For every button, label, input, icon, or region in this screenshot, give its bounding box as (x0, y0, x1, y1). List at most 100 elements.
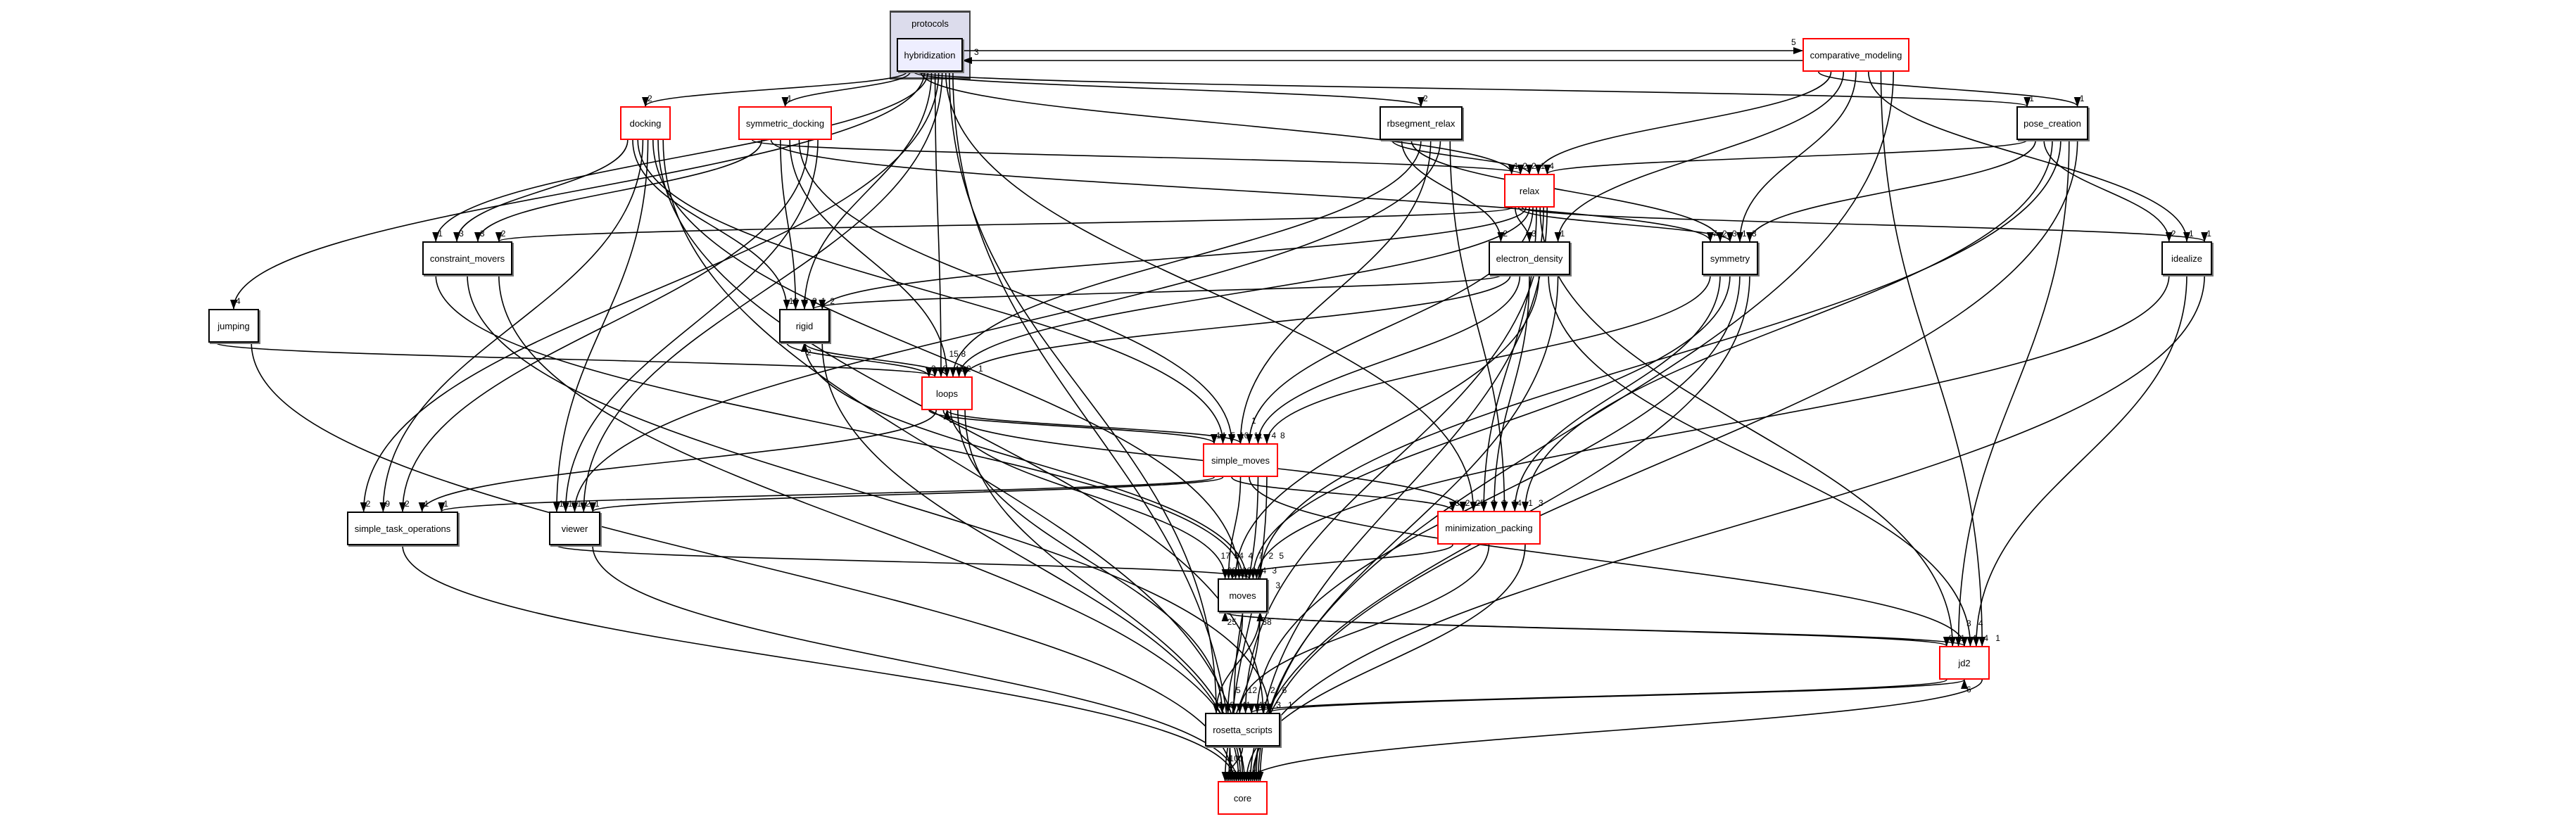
edge-label[interactable]: 1 (577, 499, 582, 509)
edge-label[interactable]: 1 (1528, 498, 1533, 508)
edge-label[interactable]: 7 (1712, 229, 1717, 239)
edge-rbsegment-relax-to-loops[interactable] (949, 139, 1422, 377)
edge-simple-moves-to-jd2[interactable] (1249, 476, 1968, 647)
node-simple-moves[interactable]: simple_moves (1203, 443, 1278, 477)
edge-label[interactable]: 100 (1229, 754, 1243, 763)
edge-symmetric-docking-to-simple-task-operations[interactable] (399, 139, 809, 512)
edge-label[interactable]: 5 (949, 415, 954, 425)
edge-label[interactable]: 15 (949, 349, 959, 359)
edge-label[interactable]: 5 (803, 296, 808, 306)
node-rosetta-scripts[interactable]: rosetta_scripts (1205, 713, 1280, 747)
edge-label[interactable]: 2 (1270, 685, 1275, 695)
edge-label[interactable]: 2 (366, 499, 371, 509)
edge-label[interactable]: 2 (648, 94, 652, 103)
edge-symmetric-docking-to-viewer[interactable] (562, 139, 819, 512)
edge-label[interactable]: 11 (1258, 700, 1268, 710)
edge-label[interactable]: 3 (480, 229, 485, 239)
edge-label[interactable]: 1 (1960, 633, 1965, 643)
edge-label[interactable]: 7 (1258, 551, 1263, 561)
edge-label[interactable]: 4 (1978, 618, 1983, 628)
edge-hybridization-to-core[interactable] (952, 71, 1235, 782)
edge-comparative-modeling-to-relax[interactable] (1534, 71, 1832, 174)
edge-relax-to-constraint-movers[interactable] (495, 207, 1513, 242)
edge-label[interactable]: 41 (954, 364, 964, 374)
edge-label[interactable]: 1 (2080, 94, 2085, 103)
edge-label[interactable]: 260 (1242, 566, 1256, 576)
edge-label[interactable]: 1 (424, 499, 429, 509)
node-jumping[interactable]: jumping (208, 309, 259, 343)
edge-constraint-movers-to-core[interactable] (498, 274, 1249, 782)
edge-label[interactable]: 2 (1532, 161, 1536, 171)
edge-rosetta-scripts-to-moves[interactable] (1216, 611, 1264, 713)
edge-label[interactable]: 1 (1541, 161, 1546, 171)
edge-label[interactable]: 2 (1423, 94, 1428, 103)
edge-docking-to-moves[interactable] (652, 139, 1243, 579)
node-idealize[interactable]: idealize (2161, 241, 2212, 275)
edge-relax-to-electron-density[interactable] (1515, 207, 1533, 242)
edge-docking-to-core[interactable] (662, 139, 1246, 782)
edge-symmetric-docking-to-constraint-movers[interactable] (474, 139, 763, 242)
edge-label[interactable]: 5 (1236, 685, 1241, 695)
edge-label[interactable]: 12 (1248, 685, 1258, 695)
edge-symmetry-to-simple-moves[interactable] (1263, 274, 1711, 444)
edge-label[interactable]: 4 (1248, 551, 1253, 561)
edge-idealize-to-core[interactable] (1249, 274, 2205, 782)
edge-hybridization-to-minimization-packing[interactable] (945, 71, 1477, 512)
edge-label[interactable]: 38 (1262, 617, 1272, 627)
edge-label[interactable]: 2 (1522, 161, 1527, 171)
edge-label[interactable]: 2 (2171, 229, 2176, 239)
edge-electron-density-to-jd2[interactable] (1548, 274, 1974, 647)
edge-minimization-packing-to-core[interactable] (1243, 544, 1526, 782)
node-symmetric-docking[interactable]: symmetric_docking (738, 106, 832, 140)
edge-relax-to-symmetry[interactable] (1518, 207, 1734, 242)
edge-electron-density-to-minimization-packing[interactable] (1490, 274, 1530, 512)
edge-symmetry-to-minimization-packing[interactable] (1511, 274, 1721, 512)
edge-electron-density-to-loops[interactable] (961, 274, 1511, 377)
edge-label[interactable]: 41 (1242, 700, 1251, 710)
edge-electron-density-to-core[interactable] (1256, 274, 1559, 782)
node-jd2[interactable]: jd2 (1939, 646, 1990, 680)
edge-label[interactable]: 3 (931, 364, 936, 374)
edge-label[interactable]: 3 (1752, 229, 1757, 239)
edge-hybridization-to-symmetric-docking[interactable] (781, 71, 911, 107)
edge-label[interactable]: 158 (1248, 768, 1262, 778)
edge-relax-to-rigid[interactable] (819, 207, 1527, 310)
node-simple-task-operations[interactable]: simple_task_operations (347, 512, 458, 545)
node-viewer[interactable]: viewer (549, 512, 600, 545)
edge-electron-density-to-moves[interactable] (1232, 274, 1540, 579)
edge-label[interactable]: 1 (595, 499, 600, 509)
edge-label[interactable]: 1 (559, 499, 564, 509)
edge-loops-to-rosetta-scripts[interactable] (957, 410, 1226, 713)
edge-rigid-to-loops[interactable] (786, 342, 933, 377)
edge-label[interactable]: 14 (1513, 498, 1522, 508)
edge-rbsegment-relax-to-symmetry[interactable] (1410, 139, 1724, 242)
edge-label[interactable]: 2 (1722, 229, 1727, 239)
edge-hybridization-to-pose-creation[interactable] (916, 71, 2031, 107)
edge-idealize-to-jd2[interactable] (1972, 274, 2187, 647)
edge-comparative-modeling-to-electron-density[interactable] (1554, 71, 1845, 242)
edge-label[interactable]: 1 (978, 364, 983, 374)
edge-simple-moves-to-simple-task-operations[interactable] (438, 476, 1215, 512)
edge-label[interactable]: 1 (1218, 700, 1223, 710)
edge-label[interactable]: 1 (2206, 229, 2211, 239)
edge-label[interactable]: 5 (1279, 551, 1284, 561)
edge-label[interactable]: 1 (788, 94, 793, 103)
edge-label[interactable]: 3 (1539, 498, 1543, 508)
edge-hybridization-to-rbsegment-relax[interactable] (913, 71, 1425, 107)
edge-hybridization-to-relax[interactable] (920, 71, 1515, 174)
edge-viewer-to-moves[interactable] (556, 545, 1253, 579)
edge-hybridization-to-docking[interactable] (642, 71, 907, 107)
edge-moves-to-jd2[interactable] (1224, 611, 1950, 647)
edge-label[interactable]: 9 (1491, 498, 1496, 508)
edge-rbsegment-relax-to-minimization-packing[interactable] (1449, 139, 1508, 512)
edge-hybridization-to-rosetta-scripts[interactable] (949, 71, 1220, 713)
edge-label[interactable]: 4 (236, 296, 241, 306)
edge-label[interactable]: 2 (405, 499, 410, 509)
edge-electron-density-to-rigid[interactable] (810, 274, 1502, 310)
edge-symmetric-docking-to-rigid[interactable] (780, 139, 800, 310)
node-rbsegment-relax[interactable]: rbsegment_relax (1379, 106, 1463, 140)
edge-minimization-packing-to-rosetta-scripts[interactable] (1236, 544, 1490, 713)
edge-loops-to-simple-moves[interactable] (928, 410, 1218, 444)
edge-label[interactable]: 3 (1502, 498, 1507, 508)
edge-label[interactable]: 1 (2189, 229, 2194, 239)
